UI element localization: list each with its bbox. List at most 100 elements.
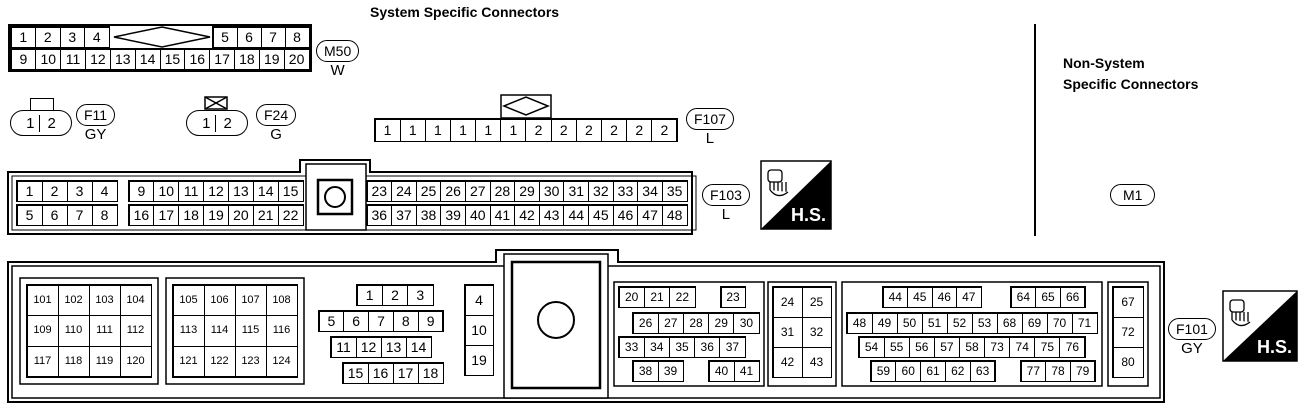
pin-f101: 11	[330, 336, 357, 358]
pin-f101: 33	[618, 336, 645, 358]
pin-f101: 67	[1112, 286, 1144, 318]
m50-label: M50 W	[316, 40, 360, 80]
f101-hs-symbol: H.S.	[1222, 290, 1298, 362]
pin-f101: 7	[368, 310, 394, 332]
f101-color: GY	[1181, 340, 1203, 357]
pin-f103: 39	[440, 204, 466, 226]
f101-hs-text: H.S.	[1256, 337, 1292, 357]
pin-f101: 2	[381, 284, 409, 306]
pin-f103: 47	[637, 204, 663, 226]
pin-f101: 43	[801, 346, 832, 378]
f103-id: F103	[702, 184, 750, 206]
pin-f103: 7	[66, 204, 93, 226]
pin-f101: 80	[1112, 346, 1144, 378]
pin-f101: 15	[342, 362, 369, 384]
f103-label: F103 L	[702, 184, 750, 224]
f24-pin: 1	[198, 114, 216, 132]
pin-f101: 48	[846, 312, 873, 334]
pin-f103: 11	[178, 180, 205, 202]
pin-f101: 107	[234, 284, 267, 317]
pin-f101: 4	[464, 284, 494, 316]
pin-f101: 75	[1034, 336, 1061, 358]
pin-f101: 58	[958, 336, 986, 358]
pin-f101: 17	[392, 362, 419, 384]
pin-f101: 123	[234, 345, 267, 378]
f107-id: F107	[686, 108, 734, 130]
pin-f107: 1	[449, 118, 477, 142]
pin-f103: 14	[252, 180, 279, 202]
pin-m50: 11	[60, 48, 86, 70]
pin-f101: 65	[1035, 286, 1061, 308]
pin-f101: 104	[119, 284, 152, 317]
f24-color: G	[270, 126, 282, 143]
pin-f101: 36	[694, 336, 721, 358]
pin-f101: 109	[26, 315, 59, 347]
pin-f101: 31	[772, 316, 803, 348]
pin-f101: 50	[896, 312, 923, 334]
pin-f101: 63	[969, 360, 996, 382]
pin-f101: 41	[733, 360, 760, 382]
pin-f101: 120	[119, 345, 152, 378]
pin-f107: 1	[500, 118, 527, 142]
f103-hs-text: H.S.	[790, 205, 826, 225]
f101-block5-row1b: 23	[720, 286, 746, 308]
pin-f103: 22	[277, 204, 304, 226]
section-divider	[1034, 24, 1036, 236]
pin-f103: 48	[661, 204, 688, 226]
pin-f101: 72	[1112, 316, 1144, 348]
pin-f101: 61	[920, 360, 946, 382]
f24-pin: 2	[223, 114, 232, 132]
pin-f101: 39	[657, 360, 684, 382]
pin-f101: 70	[1046, 312, 1073, 334]
pin-f101: 112	[119, 315, 152, 347]
pin-f103: 17	[153, 204, 180, 226]
pin-f101: 1	[356, 284, 383, 306]
f11-latch	[30, 98, 54, 110]
pin-f101: 116	[265, 315, 298, 347]
pin-f101: 52	[946, 312, 973, 334]
f103-color: L	[721, 206, 731, 223]
pin-f101: 46	[931, 286, 957, 308]
pin-f101: 14	[405, 336, 432, 358]
f11-pin: 1	[22, 114, 40, 132]
f101-label: F101 GY	[1168, 318, 1216, 358]
pin-m50: 15	[159, 48, 186, 70]
pin-f101: 49	[871, 312, 898, 334]
f11-body: 1 2	[10, 110, 72, 136]
pin-f101: 10	[464, 314, 494, 346]
pin-f101: 66	[1059, 286, 1086, 308]
pin-f101: 101	[26, 284, 59, 317]
f11-label: F11 GY	[76, 104, 116, 144]
pin-f101: 8	[392, 310, 419, 332]
pin-f101: 124	[265, 345, 298, 378]
pin-f101: 76	[1059, 336, 1086, 358]
pin-f101: 19	[464, 344, 494, 376]
pin-f103: 25	[415, 180, 442, 202]
pin-f103: 18	[178, 204, 205, 226]
f24-id: F24	[256, 104, 297, 126]
f107-label: F107 L	[686, 108, 734, 148]
pin-f103: 4	[91, 180, 118, 202]
f24-label: F24 G	[256, 104, 297, 144]
pin-f103: 23	[366, 180, 393, 202]
pin-f101: 40	[708, 360, 735, 382]
pin-f101: 60	[895, 360, 922, 382]
pin-m50: 4	[84, 26, 110, 48]
pin-f101: 102	[57, 284, 90, 317]
pin-f101: 23	[720, 286, 746, 308]
pin-f101: 5	[318, 310, 345, 332]
pin-f101: 34	[643, 336, 670, 358]
pin-f101: 59	[870, 360, 897, 382]
